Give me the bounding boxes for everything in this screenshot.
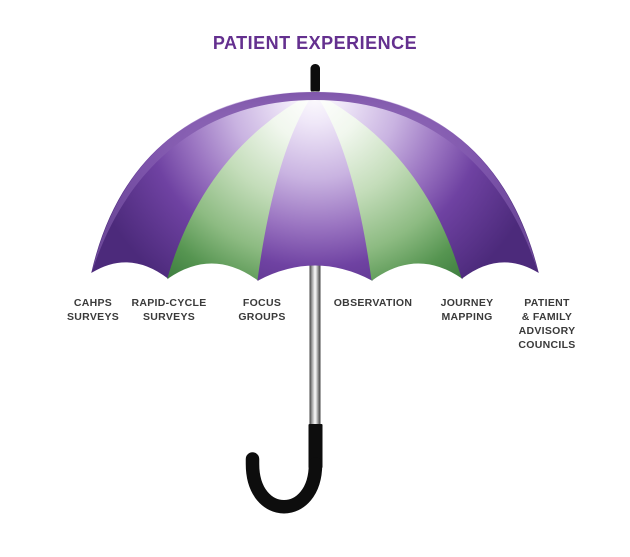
umbrella-pole [309,262,321,428]
label-focus-groups: FOCUS GROUPS [238,297,286,323]
label-patient-family-advisory-councils: PATIENT & FAMILY ADVISORY COUNCILS [518,297,576,351]
label-journey-mapping: JOURNEY MAPPING [440,297,494,323]
label-rapid-cycle-surveys: RAPID-CYCLE SURVEYS [131,297,207,323]
label-observation: OBSERVATION [333,297,413,309]
umbrella-handle-hook [245,452,323,514]
page-title: PATIENT EXPERIENCE [212,33,418,53]
umbrella-handle [245,424,323,514]
umbrella-canopy [91,91,539,281]
umbrella-ferrule [310,64,320,94]
label-cahps-surveys: CAHPS SURVEYS [66,297,120,323]
umbrella-handle-shaft [308,424,323,468]
